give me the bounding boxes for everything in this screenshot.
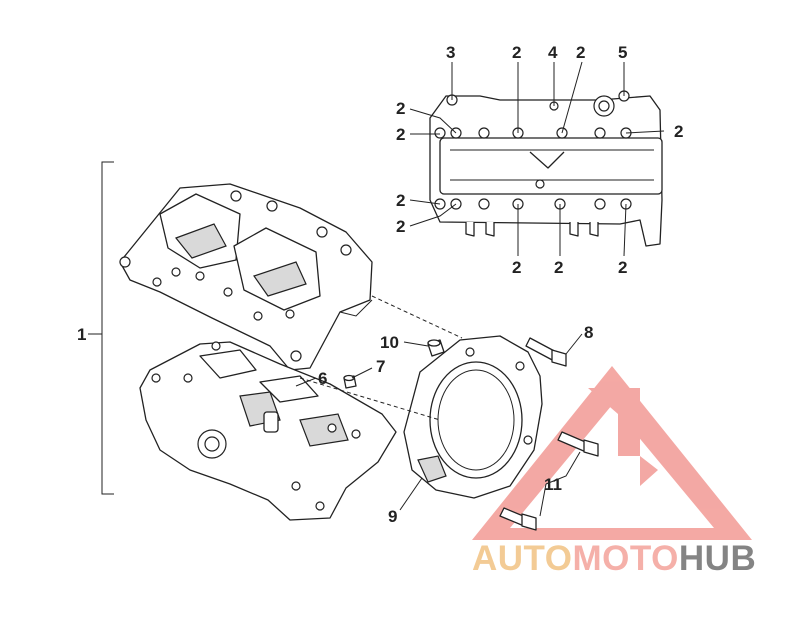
callout-4: 4: [548, 43, 558, 62]
callout-2-bottom-c: 2: [618, 258, 627, 277]
callout-2-bottom-a: 2: [512, 258, 521, 277]
callout-2-right: 2: [674, 122, 683, 141]
callout-labels: 1 3 2 4 2 5 2 2 2 2 2 2 2 2 10 7 6 8 11 …: [77, 43, 683, 526]
bolt-8: [525, 337, 567, 367]
watermark-word-hub: HUB: [679, 539, 756, 578]
callout-2-left-d: 2: [396, 217, 405, 236]
watermark-wordmark: AUTOMOTOHUB: [472, 539, 756, 578]
callout-11: 11: [544, 475, 562, 494]
bolt-11-lower: [499, 507, 537, 531]
callout-1: 1: [77, 325, 86, 344]
callout-2-left-b: 2: [396, 125, 405, 144]
magneto-housing: [403, 335, 543, 499]
callout-2-bottom-b: 2: [554, 258, 563, 277]
dowel-pin-7: [343, 374, 357, 389]
callout-5: 5: [618, 43, 627, 62]
svg-text:AUTOMOTOHUB: AUTOMOTOHUB: [472, 539, 756, 578]
callout-2-top-b: 2: [576, 43, 585, 62]
dowel-pin-10: [427, 339, 445, 357]
callout-2-left-c: 2: [396, 191, 405, 210]
callout-9: 9: [388, 507, 397, 526]
callout-6: 6: [318, 369, 327, 388]
callout-3: 3: [446, 43, 455, 62]
callout-10: 10: [380, 333, 399, 352]
callout-2-left-a: 2: [396, 99, 405, 118]
crankcase-top-view: [429, 90, 663, 247]
leader-lines: [88, 61, 665, 517]
callout-2-top-a: 2: [512, 43, 521, 62]
bolt-11-upper: [557, 431, 599, 457]
watermark-word-moto: MOTO: [573, 539, 679, 578]
callout-7: 7: [376, 357, 385, 376]
callout-8: 8: [584, 323, 593, 342]
watermark-word-auto: AUTO: [472, 539, 573, 578]
crankcase-upper-half: [119, 183, 373, 371]
crankcase-lower-half: [139, 341, 397, 521]
watermark-logo: [472, 366, 752, 540]
